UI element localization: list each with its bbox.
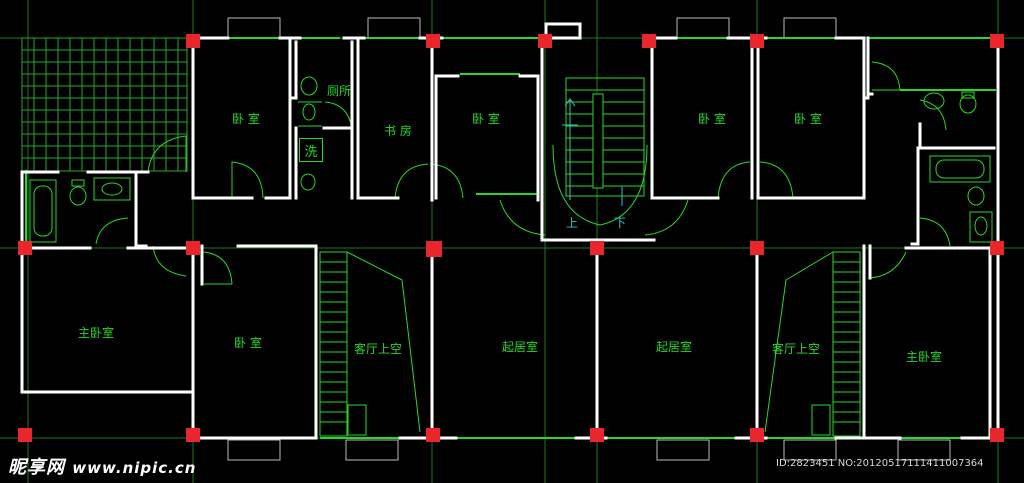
label-wash: 洗 <box>299 138 323 162</box>
watermark-site: 昵享网 <box>8 457 65 478</box>
label-living-left: 起居室 <box>502 340 539 354</box>
void-right <box>764 251 861 437</box>
label-living-right: 起居室 <box>656 340 693 354</box>
window-boxes <box>227 17 951 461</box>
label-master-bedroom-left: 主卧室 <box>78 326 115 340</box>
bath-fixtures <box>29 76 993 243</box>
staircase <box>499 77 689 236</box>
label-bedroom-2: 卧 室 <box>472 112 500 126</box>
label-bedroom-3: 卧 室 <box>698 112 726 126</box>
label-void-right: 客厅上空 <box>772 342 821 356</box>
label-stair-down: 下 <box>614 216 627 230</box>
watermark-url: www.nipic.cn <box>72 459 197 477</box>
stair-direction-arrows <box>562 98 623 206</box>
label-bedroom-4: 卧 室 <box>794 112 822 126</box>
label-toilet: 厕所 <box>327 84 352 98</box>
walls <box>20 22 1000 440</box>
structural-columns <box>18 34 1004 442</box>
watermark-brand: 昵享网 www.nipic.cn <box>8 453 196 479</box>
label-stair-up: 上 <box>566 216 579 230</box>
watermark-id: ID:2823451 NO:20120517111411007364 <box>776 458 984 469</box>
label-bedroom-5: 卧 室 <box>234 336 262 350</box>
door-swings <box>95 61 951 285</box>
void-left <box>319 251 421 437</box>
label-void-left: 客厅上空 <box>354 342 403 356</box>
label-study: 书 房 <box>384 124 412 138</box>
balcony-grid <box>21 37 188 172</box>
label-master-bedroom-right: 主卧室 <box>906 350 943 364</box>
label-bedroom-1: 卧 室 <box>232 112 260 126</box>
